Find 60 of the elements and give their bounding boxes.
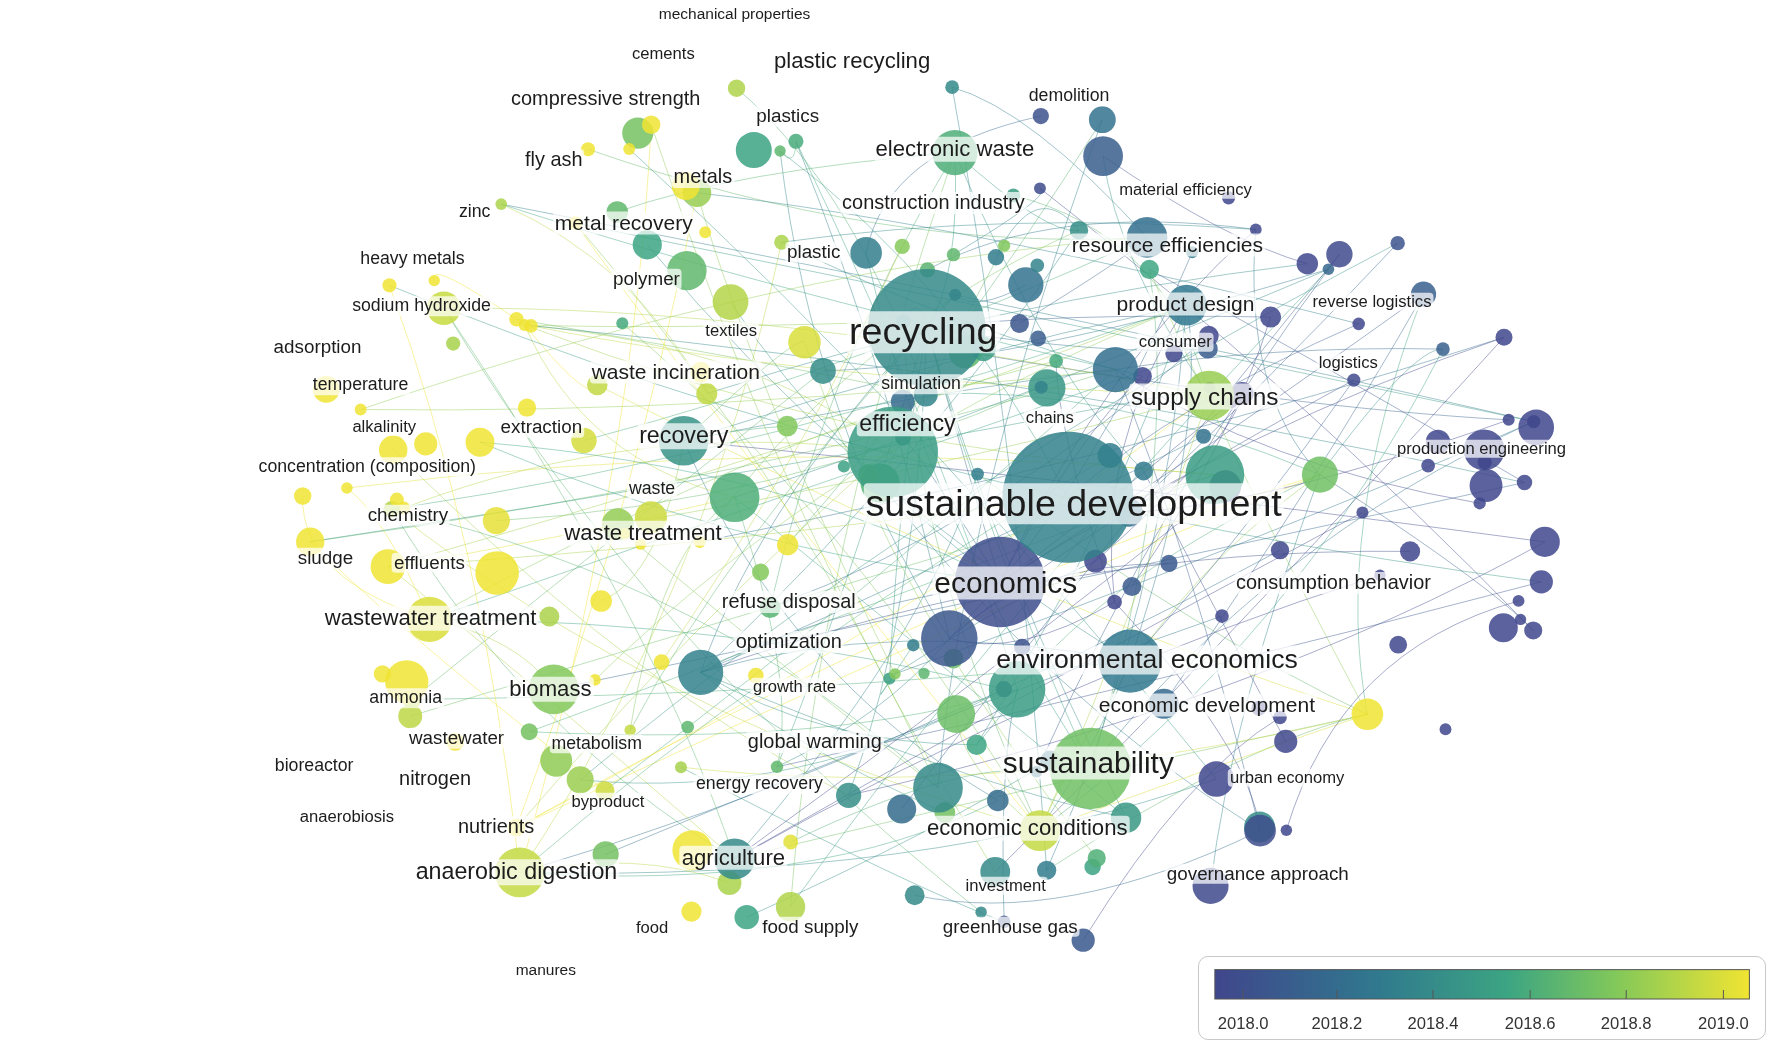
keyword-label: recovery — [637, 423, 731, 449]
keyword-label: electronic waste — [873, 137, 1037, 162]
keyword-label: biomass — [507, 677, 594, 702]
keyword-label: mechanical properties — [656, 5, 813, 23]
keyword-label: consumption behavior — [1234, 572, 1433, 595]
keyword-label: reverse logistics — [1310, 292, 1434, 311]
keyword-label: chains — [1023, 409, 1076, 428]
keyword-label: simulation — [879, 374, 963, 394]
keyword-label: sustainability — [1000, 746, 1176, 780]
keyword-label: waste treatment — [562, 521, 724, 546]
keyword-label: extraction — [498, 416, 585, 438]
keyword-label: metabolism — [549, 733, 644, 754]
keyword-label: construction industry — [840, 192, 1027, 215]
keyword-label: environmental economics — [994, 645, 1300, 675]
keyword-label: economic conditions — [924, 816, 1130, 841]
keyword-label: effluents — [392, 552, 467, 574]
keyword-label: anaerobic digestion — [413, 859, 620, 886]
keyword-label: byproduct — [569, 793, 647, 812]
keyword-label: alkalinity — [350, 418, 419, 437]
keyword-label: agriculture — [679, 845, 788, 870]
keyword-label: consumer — [1136, 333, 1214, 352]
keyword-label: metal recovery — [552, 211, 695, 235]
keyword-label: wastewater — [406, 727, 507, 749]
keyword-label: governance approach — [1164, 863, 1351, 884]
keyword-label: concentration (composition) — [256, 457, 478, 477]
keyword-label: efficiency — [857, 411, 958, 437]
keyword-label: plastic — [785, 241, 843, 263]
keyword-label: investment — [963, 876, 1048, 896]
keyword-label: polymer — [610, 268, 682, 290]
keyword-label: plastics — [754, 106, 822, 127]
keyword-label: optimization — [733, 630, 844, 653]
keyword-label: greenhouse gas — [940, 916, 1080, 937]
keyword-label: economic development — [1096, 693, 1318, 717]
keyword-label: wastewater treatment — [322, 606, 539, 631]
keyword-label: economics — [932, 566, 1080, 600]
keyword-label: food supply — [760, 916, 861, 937]
keyword-label: global warming — [745, 731, 884, 754]
keyword-label: sodium hydroxide — [350, 296, 493, 316]
keyword-label: ammonia — [367, 688, 445, 709]
keyword-label: resource efficiencies — [1069, 233, 1266, 257]
keyword-label: recycling — [847, 311, 1000, 353]
keyword-label: product design — [1114, 292, 1257, 316]
keyword-label: temperature — [310, 375, 411, 396]
keyword-label: waste incineration — [589, 360, 762, 384]
keyword-label: heavy metals — [358, 249, 467, 269]
keyword-label: energy recovery — [693, 774, 825, 794]
keyword-label: waste — [626, 479, 678, 500]
keyword-label: fly ash — [522, 149, 585, 172]
keyword-label: textiles — [703, 322, 759, 341]
keyword-label: urban economy — [1227, 768, 1347, 787]
keyword-label: chemistry — [365, 504, 451, 526]
keyword-label: logistics — [1316, 353, 1380, 372]
keyword-label: material efficiency — [1117, 180, 1254, 199]
keyword-label: sustainable development — [863, 483, 1284, 525]
keyword-label: metals — [671, 166, 735, 189]
keyword-label: growth rate — [750, 677, 838, 697]
keyword-label: refuse disposal — [719, 591, 858, 614]
keyword-label: supply chains — [1128, 383, 1281, 411]
keyword-label: sludge — [295, 547, 356, 569]
keyword-label: compressive strength — [509, 88, 703, 111]
